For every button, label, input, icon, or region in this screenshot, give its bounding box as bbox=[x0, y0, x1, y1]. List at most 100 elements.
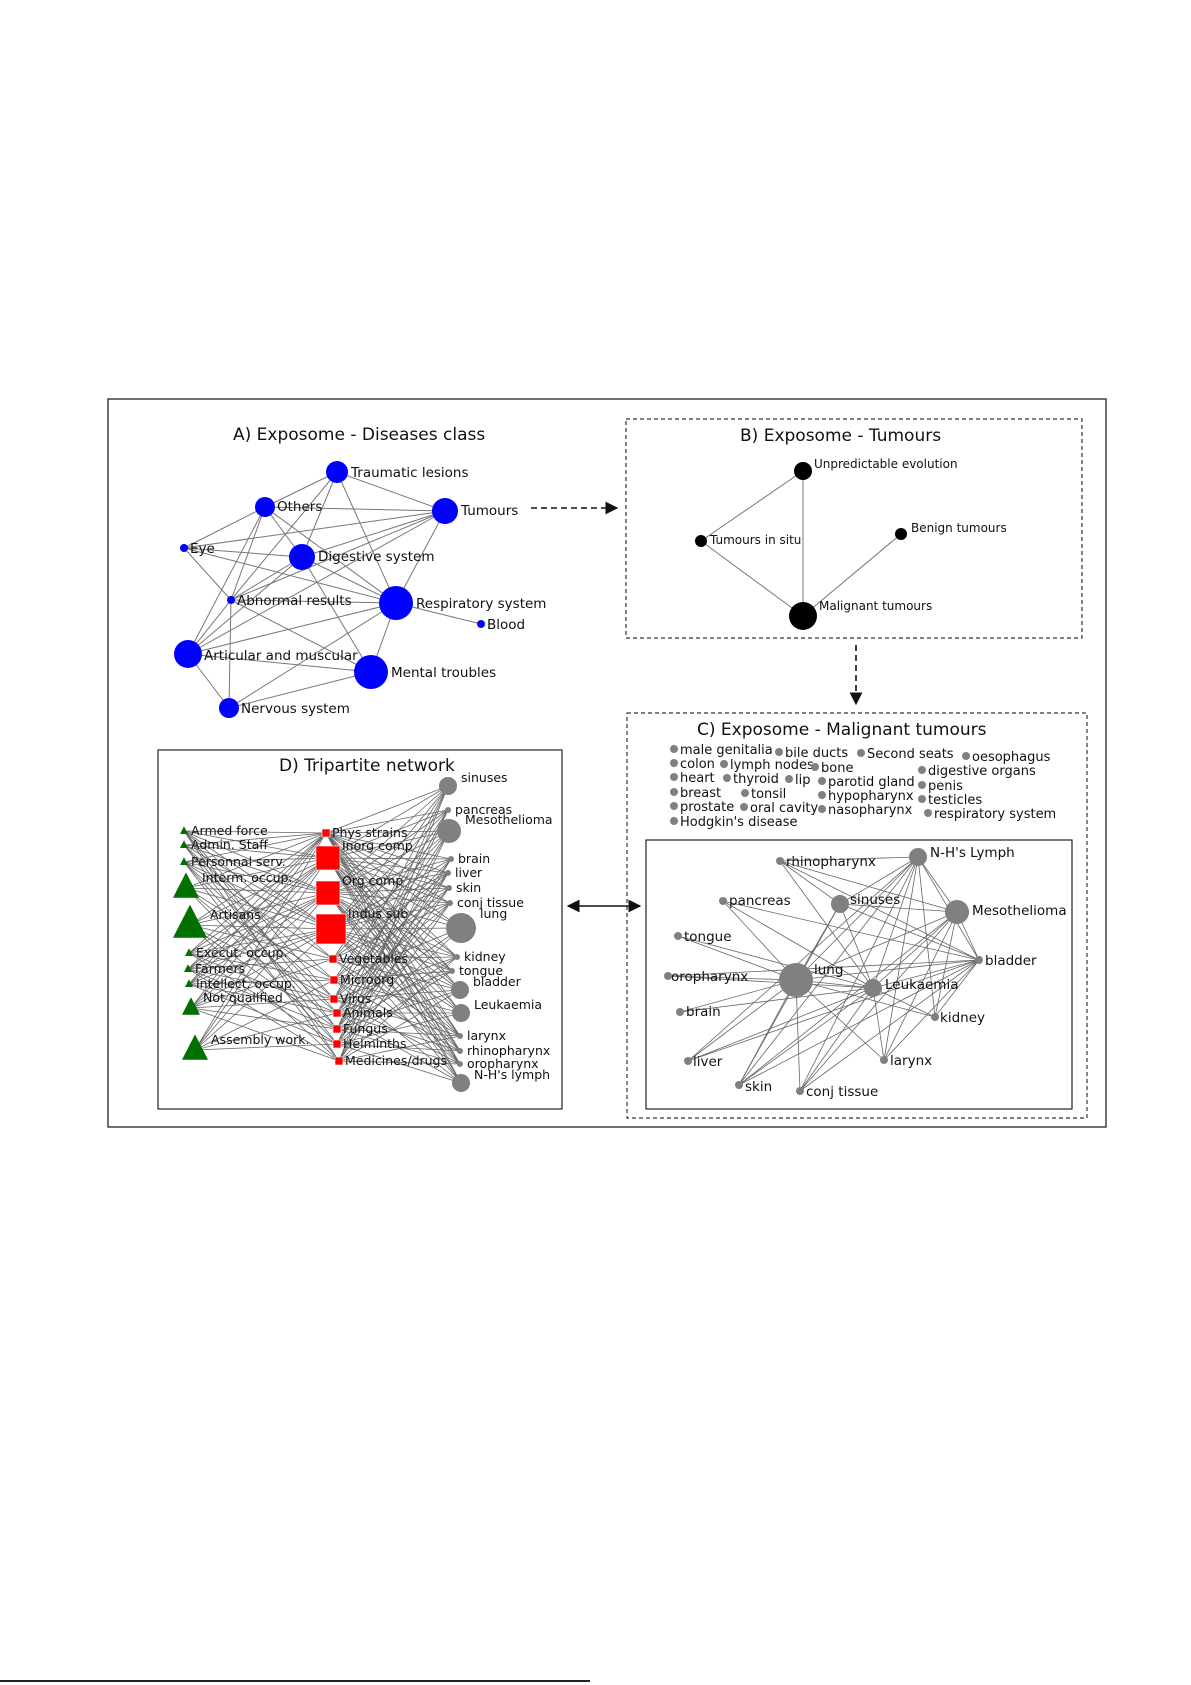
edge-others-eye bbox=[183, 506, 266, 549]
isolated-label-bone: bone bbox=[821, 761, 853, 776]
edge-leuk-liver bbox=[687, 987, 874, 1062]
edge-occ-9-exp-9 bbox=[194, 1043, 338, 1051]
label-skin: skin bbox=[745, 1079, 772, 1095]
node-skin bbox=[735, 1081, 743, 1089]
edge-exp-5-dis-1 bbox=[333, 809, 449, 981]
disease-label-sinuses: sinuses bbox=[461, 770, 508, 785]
edge-occ-9-exp-5 bbox=[194, 979, 335, 1051]
isolated-node-penis bbox=[918, 781, 926, 789]
edge-occ-9-exp-0 bbox=[194, 832, 327, 1051]
disease-node-brain bbox=[448, 856, 454, 862]
edge-pancreas-leuk bbox=[722, 900, 874, 989]
edge-occ-4-exp-3 bbox=[189, 924, 332, 930]
edge-occ-8-exp-3 bbox=[190, 928, 332, 1009]
disease-label-kidney: kidney bbox=[464, 949, 506, 964]
disease-label-bladder: bladder bbox=[473, 974, 522, 989]
disease-node-leukaemia bbox=[452, 1004, 470, 1022]
edge-occ-2-exp-2 bbox=[183, 861, 329, 894]
isolated-label-hodgkin-s-disease: Hodgkin's disease bbox=[680, 815, 797, 830]
edge-traumatic-abnormal bbox=[230, 471, 338, 601]
isolated-label-lip: lip bbox=[795, 773, 810, 788]
edge-mental-nervous bbox=[228, 671, 372, 709]
occupation-node-intellect-occup bbox=[185, 979, 193, 987]
edge-exp-0-dis-1 bbox=[325, 809, 449, 834]
edge-occ-9-exp-1 bbox=[194, 857, 329, 1051]
label-oro: oropharynx bbox=[671, 969, 748, 985]
edge-exp-10-dis-2 bbox=[338, 830, 450, 1062]
edge-occ-4-exp-4 bbox=[189, 924, 334, 960]
edge-occ-9-exp-3 bbox=[194, 928, 332, 1051]
edge-exp-5-dis-7 bbox=[333, 927, 462, 981]
isolated-node-breast bbox=[670, 788, 678, 796]
edge-meso-lung bbox=[795, 911, 958, 981]
node-meso bbox=[945, 900, 969, 924]
isolated-node-colon bbox=[670, 759, 678, 767]
edge-rhino-nhl bbox=[779, 856, 919, 862]
occupation-label-armed-force: Armed force bbox=[191, 823, 268, 838]
node-mental bbox=[354, 655, 388, 689]
disease-node-oropharynx bbox=[457, 1061, 463, 1067]
edge-oro-lung bbox=[667, 975, 797, 981]
edge-lung-bladder bbox=[795, 959, 980, 981]
edge-exp-6-dis-8 bbox=[333, 956, 458, 1000]
edge-occ-9-exp-2 bbox=[194, 892, 329, 1051]
edge-exp-8-dis-6 bbox=[336, 902, 451, 1030]
isolated-label-oesophagus: oesophagus bbox=[972, 750, 1051, 765]
disease-node-rhinopharynx bbox=[457, 1048, 463, 1054]
disease-node-pancreas bbox=[445, 807, 451, 813]
exposure-label-org-comp: Org comp bbox=[342, 873, 403, 888]
exposure-label-indus-sub: Indus sub bbox=[348, 906, 408, 921]
edge-exp-9-dis-7 bbox=[336, 927, 462, 1045]
node-traumatic bbox=[326, 461, 348, 483]
edge-exp-10-dis-0 bbox=[338, 785, 449, 1062]
label-liver: liver bbox=[693, 1054, 723, 1070]
edge-abnormal-respiratory bbox=[230, 599, 397, 604]
exposure-node-inorg-comp bbox=[315, 845, 341, 871]
panel-c-frame bbox=[626, 712, 1088, 1119]
isolated-label-bile-ducts: bile ducts bbox=[785, 746, 848, 761]
edge-exp-4-dis-6 bbox=[332, 902, 451, 960]
edge-occ-2-exp-8 bbox=[183, 861, 338, 1030]
isolated-node-thyroid bbox=[723, 774, 731, 782]
exposure-label-fungus: Fungus bbox=[343, 1021, 388, 1036]
isolated-node-hypopharynx bbox=[818, 791, 826, 799]
disease-node-liver bbox=[445, 870, 451, 876]
edge-exp-8-dis-4 bbox=[336, 872, 449, 1030]
edge-occ-6-exp-4 bbox=[187, 958, 334, 970]
node-brain bbox=[676, 1008, 684, 1016]
exposure-label-vegetables: Vegetables bbox=[339, 951, 408, 966]
occupation-node-execut-occup bbox=[185, 948, 193, 956]
label-eye: Eye bbox=[190, 541, 215, 557]
exposure-label-virus: Virus bbox=[340, 991, 371, 1006]
edge-meso-leuk bbox=[872, 911, 958, 989]
edge-exp-3-dis-11 bbox=[330, 928, 462, 1014]
disease-node-skin bbox=[446, 885, 452, 891]
edge-occ-8-exp-1 bbox=[190, 857, 329, 1009]
edge-occ-8-exp-6 bbox=[190, 998, 335, 1009]
disease-label-skin: skin bbox=[456, 880, 481, 895]
label-blood: Blood bbox=[487, 617, 525, 633]
label-brain: brain bbox=[686, 1004, 721, 1020]
occupation-node-farmers bbox=[184, 964, 192, 972]
occupation-node-not-qualified bbox=[182, 997, 200, 1015]
isolated-label-oral-cavity: oral cavity bbox=[750, 801, 819, 816]
edge-exp-3-dis-8 bbox=[330, 928, 458, 958]
isolated-node-testicles bbox=[918, 795, 926, 803]
label-kidney: kidney bbox=[940, 1010, 985, 1026]
edge-exp-1-dis-7 bbox=[327, 857, 462, 929]
node-nervous bbox=[219, 698, 239, 718]
edge-benign-malignant bbox=[802, 533, 902, 617]
edge-tumours-abnormal bbox=[230, 510, 446, 601]
node-insitu bbox=[695, 535, 707, 547]
isolated-label-testicles: testicles bbox=[928, 793, 982, 808]
disease-node-conj-tissue bbox=[447, 900, 453, 906]
edge-exp-8-dis-12 bbox=[336, 1028, 461, 1037]
disease-label-n-h-s-lymph: N-H's lymph bbox=[474, 1067, 550, 1082]
edge-occ-3-exp-7 bbox=[185, 887, 338, 1014]
isolated-label-prostate: prostate bbox=[680, 800, 734, 815]
isolated-node-heart bbox=[670, 773, 678, 781]
label-benign: Benign tumours bbox=[911, 521, 1007, 535]
isolated-label-breast: breast bbox=[680, 786, 721, 801]
isolated-node-digestive-organs bbox=[918, 766, 926, 774]
